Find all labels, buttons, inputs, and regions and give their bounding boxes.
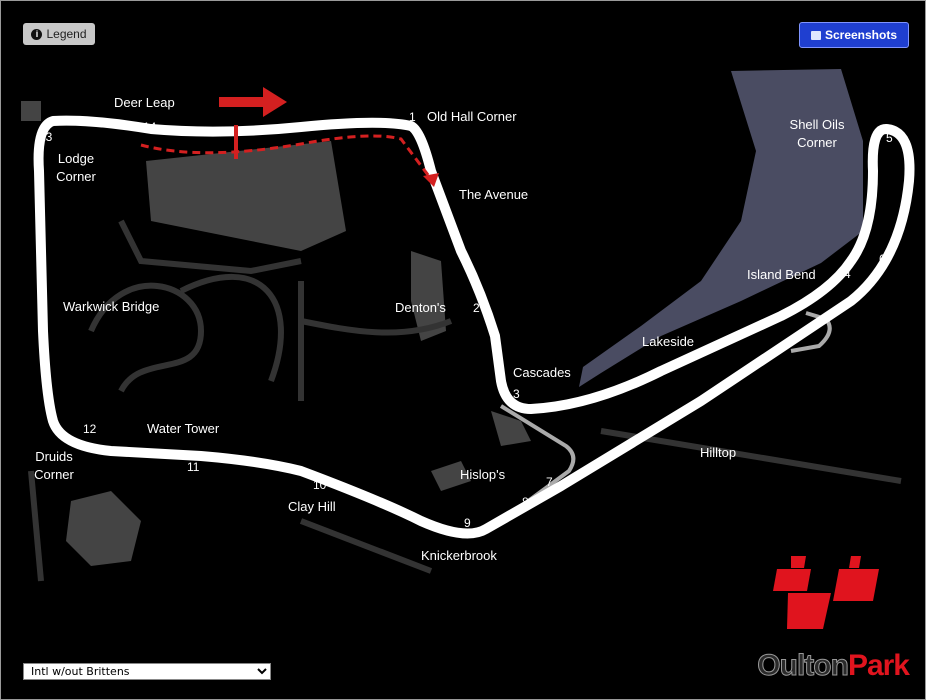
corner-label-deer-leap[interactable]: Deer Leap — [114, 95, 175, 110]
corner-number: 11 — [187, 460, 200, 474]
corner-number: 5 — [886, 131, 893, 145]
corner-label-knickerbrook[interactable]: Knickerbrook — [421, 548, 497, 563]
corner-number: 3 — [513, 387, 520, 401]
corner-number: 6 — [879, 252, 886, 266]
label-warwick-bridge[interactable]: Warkwick Bridge — [63, 299, 160, 314]
corner-number: 10 — [313, 478, 327, 492]
label-the-avenue[interactable]: The Avenue — [459, 187, 529, 202]
corner-number: 14 — [143, 120, 157, 134]
circuit-track — [33, 115, 915, 539]
corner-label-dentons[interactable]: Denton's — [395, 300, 446, 315]
corner-number: 12 — [83, 422, 97, 436]
oulton-park-logo: OultonPark — [757, 649, 910, 683]
camera-icon — [810, 30, 821, 40]
buildings — [21, 101, 531, 566]
corner-number: 8 — [522, 495, 529, 509]
corner-number: 9 — [464, 516, 471, 530]
direction-arrow-head — [423, 173, 439, 187]
legend-label: Legend — [46, 27, 87, 41]
corner-label-clay-hill[interactable]: Clay Hill — [288, 499, 336, 514]
direction-arrow-icon — [219, 87, 287, 117]
oulton-park-logo-mark — [773, 556, 879, 629]
corner-label-island-bend[interactable]: Island Bend — [747, 267, 816, 282]
corner-label-druids[interactable]: Druids Corner — [34, 449, 74, 482]
corner-label-water-tower[interactable]: Water Tower — [147, 421, 220, 436]
corner-number: 7 — [546, 475, 553, 489]
label-hislops[interactable]: Hislop's — [460, 467, 506, 482]
service-roads — [28, 219, 902, 582]
info-icon: i — [31, 28, 43, 40]
corner-number: 4 — [844, 267, 851, 281]
corner-number: 1 — [409, 110, 416, 124]
circuit-layout-select[interactable]: Intl w/out Brittens — [23, 663, 271, 680]
corner-label-old-hall[interactable]: Old Hall Corner — [427, 109, 517, 124]
logo-text-oulton: Oulton — [757, 649, 850, 683]
screenshots-button[interactable]: Screenshots — [799, 22, 909, 48]
lake — [579, 69, 863, 387]
corner-number: 2 — [473, 301, 480, 315]
corner-label-shell-oils[interactable]: Shell Oils Corner — [789, 117, 845, 150]
legend-button[interactable]: i Legend — [23, 23, 95, 45]
screenshots-label: Screenshots — [824, 28, 898, 42]
label-lakeside[interactable]: Lakeside — [642, 334, 695, 349]
corner-number: 13 — [39, 130, 53, 144]
start-direction-dashed — [140, 134, 433, 180]
corner-label-lodge[interactable]: Lodge Corner — [56, 151, 96, 184]
label-hilltop[interactable]: Hilltop — [700, 445, 737, 460]
corner-label-cascades[interactable]: Cascades — [513, 365, 571, 380]
logo-text-park: Park — [847, 649, 910, 682]
